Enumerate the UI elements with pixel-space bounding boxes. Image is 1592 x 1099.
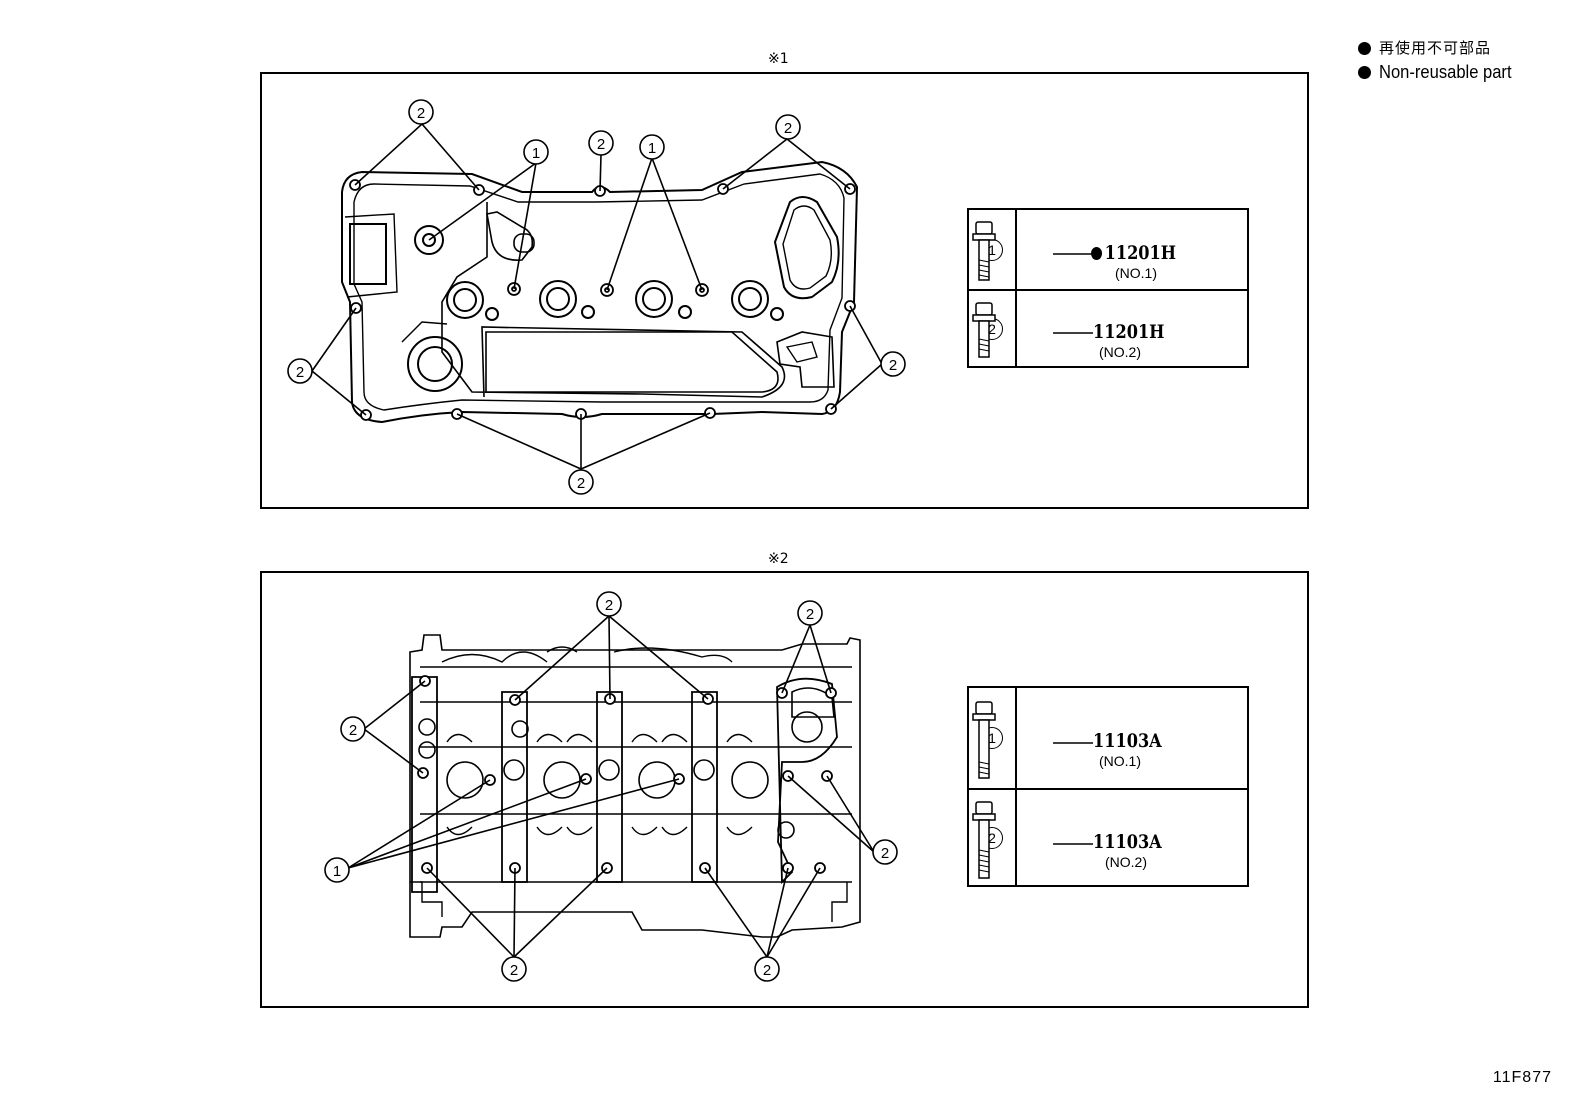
svg-text:2: 2	[296, 364, 304, 381]
callout-2-bottom-left: 2	[501, 956, 527, 982]
callout-2-top-right: 2	[775, 114, 801, 140]
non-reusable-dot-icon	[1358, 41, 1371, 55]
callout-2-top-right: 2	[797, 600, 823, 626]
svg-text:2: 2	[417, 105, 425, 122]
legend-row-en: Non-reusable part	[1358, 60, 1523, 84]
svg-text:2: 2	[763, 962, 771, 979]
legend-row-jp: 再使用不可部品	[1358, 36, 1523, 60]
callout-1-left: 1	[324, 857, 350, 883]
callout-2-top-center: 2	[588, 130, 614, 156]
bolt-sub-1: (NO.1)	[1099, 753, 1141, 769]
svg-text:2: 2	[784, 120, 792, 137]
bolt-short-icon	[972, 221, 996, 281]
cylinder-head-diagram: 2 2 2 1 2 2 2	[324, 591, 898, 982]
svg-text:2: 2	[577, 475, 585, 492]
callout-2-bottom: 2	[568, 469, 594, 495]
bolt-long-icon	[972, 701, 996, 779]
bolt-row-1: 1 11103A (NO.1)	[969, 688, 1247, 788]
callout-1-top-left: 1	[523, 139, 549, 165]
figure-1-panel: 2 2 2 1 1 2 2 2	[260, 72, 1309, 509]
bolt-sub-2: (NO.2)	[1099, 344, 1141, 360]
legend-en-text: Non-reusable part	[1379, 62, 1512, 82]
non-reusable-dot-icon	[1091, 246, 1103, 260]
bolt-table-2: 1 11103A (NO.1) 2 11103A	[967, 686, 1249, 887]
bolt-table-1: 1 11201H (NO.1) 2	[967, 208, 1249, 368]
part-number-1: 11103A	[1093, 730, 1162, 752]
bolt-short-icon	[972, 302, 996, 358]
callout-2-left: 2	[287, 358, 313, 384]
svg-text:2: 2	[605, 597, 613, 614]
image-code: 11F877	[1492, 1069, 1552, 1086]
figure-1-label: ※1	[768, 51, 789, 67]
callout-2-left: 2	[340, 716, 366, 742]
bolt-long-icon	[972, 801, 996, 879]
callout-2-top-left: 2	[408, 99, 434, 125]
svg-text:1: 1	[333, 863, 341, 880]
figure-2-label: ※2	[768, 551, 789, 567]
legend: 再使用不可部品 Non-reusable part	[1358, 36, 1523, 84]
svg-text:2: 2	[597, 136, 605, 153]
svg-text:2: 2	[881, 845, 889, 862]
svg-text:2: 2	[510, 962, 518, 979]
callout-2-top-center: 2	[596, 591, 622, 617]
figure-2-panel: 2 2 2 1 2 2 2 1	[260, 571, 1309, 1008]
legend-jp-text: 再使用不可部品	[1379, 39, 1492, 57]
part-number-1: 11201H	[1091, 242, 1176, 264]
part-number-2: 11201H	[1093, 321, 1165, 343]
svg-text:2: 2	[806, 606, 814, 623]
svg-text:1: 1	[532, 145, 540, 162]
bolt-row-2: 2 11103A (NO.2)	[969, 788, 1247, 885]
bolt-sub-1: (NO.1)	[1115, 265, 1157, 281]
svg-text:2: 2	[349, 722, 357, 739]
svg-text:1: 1	[648, 140, 656, 157]
part-number-2: 11103A	[1093, 831, 1162, 853]
callout-2-bottom-right: 2	[754, 956, 780, 982]
non-reusable-dot-icon	[1358, 65, 1371, 79]
callout-2-right: 2	[872, 839, 898, 865]
bolt-sub-2: (NO.2)	[1105, 854, 1147, 870]
callout-1-top-right: 1	[639, 134, 665, 160]
cylinder-head-cover-diagram: 2 2 2 1 1 2 2 2	[287, 99, 906, 495]
bolt-row-1: 1 11201H (NO.1)	[969, 210, 1247, 289]
bolt-row-2: 2 11201H (NO.2)	[969, 289, 1247, 366]
callout-2-right: 2	[880, 351, 906, 377]
svg-text:2: 2	[889, 357, 897, 374]
